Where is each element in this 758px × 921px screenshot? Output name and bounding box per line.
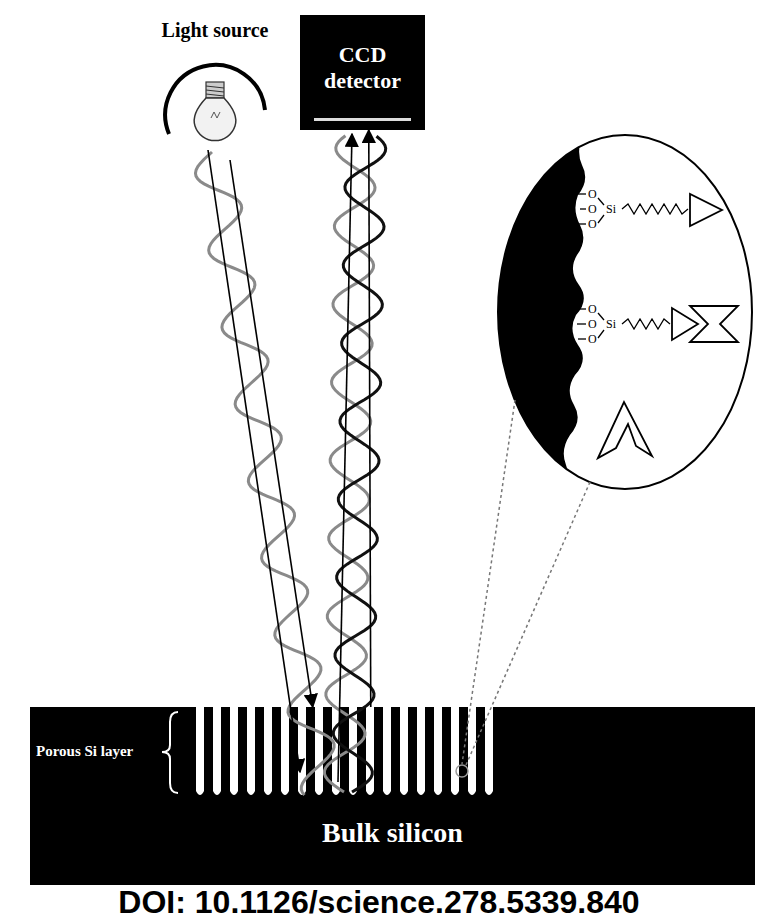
edge-layer — [230, 130, 371, 707]
pore — [417, 707, 425, 795]
pore — [468, 707, 476, 795]
bulk-silicon-block: Bulk silicon — [30, 707, 755, 885]
pore — [196, 707, 204, 795]
pore — [281, 707, 289, 795]
pore — [349, 707, 357, 795]
node-text: Light source — [162, 18, 269, 42]
silicon-body — [30, 707, 755, 885]
atom-label: Si — [606, 203, 616, 215]
zoom-leader — [462, 400, 590, 765]
ccd-detector-box: CCD detector — [300, 15, 425, 130]
pore — [451, 707, 459, 795]
pore-wall-surface — [490, 130, 585, 495]
screw-thread — [206, 90, 224, 92]
filament — [211, 112, 220, 118]
pore — [230, 707, 238, 795]
detector-housing — [300, 15, 425, 130]
pore — [383, 707, 391, 795]
atom-label: O — [588, 218, 597, 230]
pore — [247, 707, 255, 795]
atom-label: O — [588, 333, 597, 345]
sensor-surface — [314, 118, 411, 121]
pore — [298, 707, 306, 795]
light-wave — [333, 136, 385, 792]
pore — [315, 707, 323, 795]
pore — [434, 707, 442, 795]
pore — [485, 707, 493, 795]
light-wave — [324, 136, 375, 792]
atom-label: Si — [606, 318, 616, 330]
silane-bonds — [577, 194, 738, 458]
atom-label: O — [588, 303, 597, 315]
node-text: Bulk silicon — [322, 817, 463, 849]
atom-label: O — [588, 318, 597, 330]
atom-label: O — [588, 203, 597, 215]
bulb-base — [206, 82, 224, 98]
pore — [213, 707, 221, 795]
light-source: Light source — [140, 14, 290, 160]
bulb-globe — [194, 98, 236, 141]
pore — [332, 707, 340, 795]
pore — [264, 707, 272, 795]
layer-label: Porous Si layer — [36, 742, 133, 760]
layer-brace — [162, 712, 178, 793]
node-text: CCD detector — [313, 42, 413, 94]
light-ray — [230, 160, 313, 707]
ray-lines — [208, 134, 352, 782]
screw-thread — [206, 86, 224, 88]
bulk-silicon-block-shape — [30, 707, 755, 885]
atom-label: O — [588, 188, 597, 200]
doi-caption: DOI: 10.1126/science.278.5339.840 — [0, 884, 758, 920]
pore — [366, 707, 374, 795]
light-wave — [195, 152, 334, 795]
light-waves — [195, 136, 385, 795]
light-ray — [369, 130, 371, 707]
screw-thread — [206, 94, 224, 96]
pore — [400, 707, 408, 795]
zoom-spot — [456, 765, 468, 777]
